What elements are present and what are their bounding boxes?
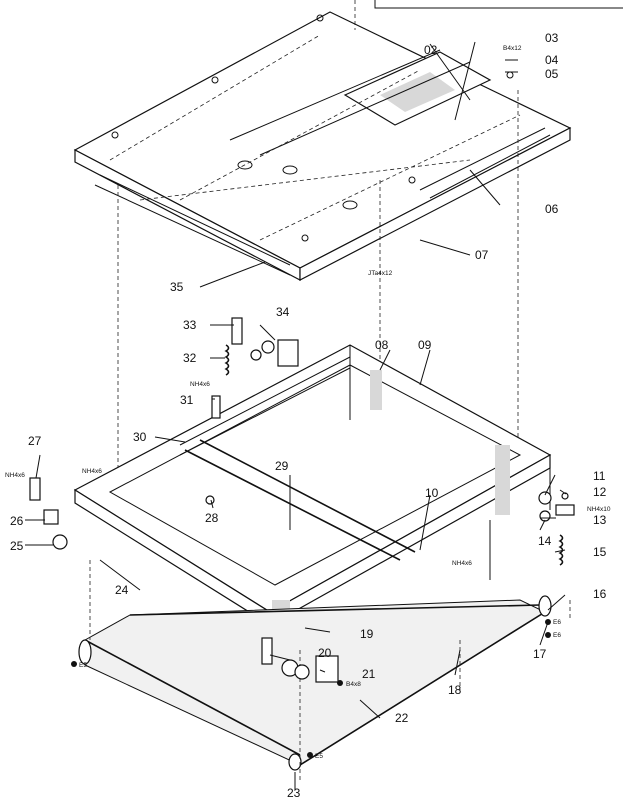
label-05: 05 <box>545 67 559 81</box>
label-35: 35 <box>170 280 184 294</box>
label-21: 21 <box>362 667 376 681</box>
label-18: 18 <box>448 683 462 697</box>
label-20: 20 <box>318 646 332 660</box>
label-25: 25 <box>10 539 24 553</box>
label-e6-b: E6 <box>553 632 561 639</box>
label-29: 29 <box>275 459 289 473</box>
label-09: 09 <box>418 338 432 352</box>
label-nh4x6-frame: NH4x6 <box>82 468 102 475</box>
label-23: 23 <box>287 786 301 800</box>
label-nh4x10: NH4x10 <box>587 506 611 513</box>
label-04: 04 <box>545 53 559 67</box>
label-b4x12: B4x12 <box>503 45 522 52</box>
label-22: 22 <box>395 711 409 725</box>
label-28: 28 <box>205 511 219 525</box>
label-14: 14 <box>538 534 552 548</box>
label-b4x8: B4x8 <box>346 681 361 688</box>
label-33: 33 <box>183 318 197 332</box>
label-02: 02 <box>424 43 438 57</box>
label-19: 19 <box>360 627 374 641</box>
fastener-labels: B4x12 JTa4x12 NH4x6 NH4x6 NH4x6 NH4x6 NH… <box>5 45 611 760</box>
label-07: 07 <box>475 248 489 262</box>
label-10: 10 <box>425 486 439 500</box>
label-nh4x6-belt: NH4x6 <box>452 560 472 567</box>
label-nh4x6-31: NH4x6 <box>190 381 210 388</box>
label-08: 08 <box>375 338 389 352</box>
label-27: 27 <box>28 434 42 448</box>
label-31: 31 <box>180 393 194 407</box>
diagram-border <box>374 0 623 9</box>
label-11: 11 <box>593 469 606 483</box>
label-13: 13 <box>593 513 607 527</box>
label-26: 26 <box>10 514 24 528</box>
label-34: 34 <box>276 305 290 319</box>
label-e5-b: E5 <box>315 753 323 760</box>
label-jta4x12: JTa4x12 <box>368 270 393 277</box>
label-e5-a: E5 <box>79 662 87 669</box>
top-plate <box>73 11 572 281</box>
label-16: 16 <box>593 587 607 601</box>
label-nh4x6-27: NH4x6 <box>5 472 25 479</box>
label-12: 12 <box>593 485 607 499</box>
label-03: 03 <box>545 31 559 45</box>
label-e6-a: E6 <box>553 619 561 626</box>
main-frame <box>73 344 552 650</box>
label-15: 15 <box>593 545 607 559</box>
label-32: 32 <box>183 351 197 365</box>
part-labels: 02 03 04 05 06 07 08 09 10 11 12 13 14 1… <box>10 31 607 800</box>
label-17: 17 <box>533 647 547 661</box>
belt-unit <box>78 560 571 780</box>
label-30: 30 <box>133 430 147 444</box>
label-06: 06 <box>545 202 559 216</box>
label-24: 24 <box>115 583 129 597</box>
